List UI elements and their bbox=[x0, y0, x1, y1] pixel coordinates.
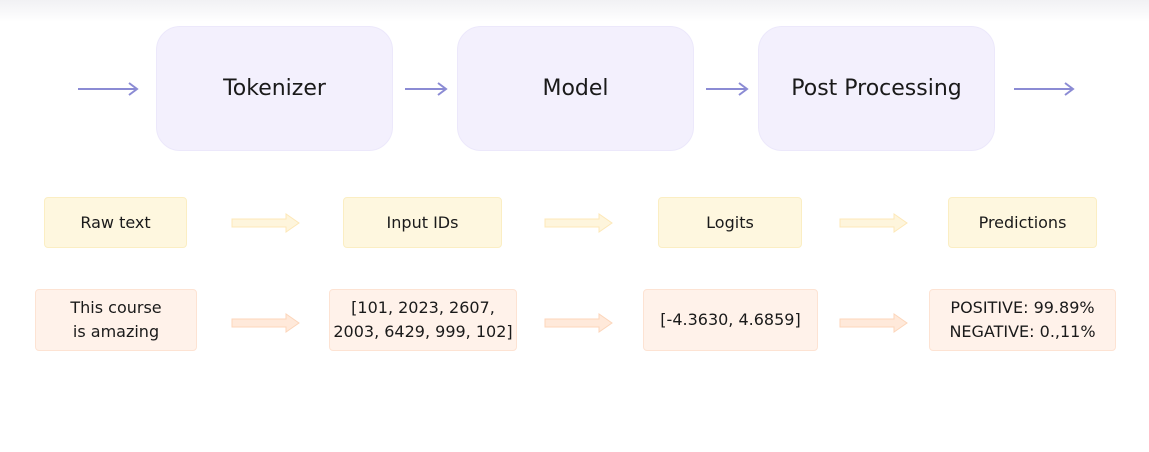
tokenizer-label: Tokenizer bbox=[223, 76, 326, 101]
raw-text-label-box: Raw text bbox=[44, 197, 187, 248]
example-arrow-2 bbox=[544, 313, 613, 333]
predictions-example: POSITIVE: 99.89% NEGATIVE: 0.,11% bbox=[929, 289, 1116, 351]
predictions-example-line-2: NEGATIVE: 0.,11% bbox=[949, 322, 1096, 341]
input-ids-label: Input IDs bbox=[386, 213, 459, 232]
logits-example-line-1: [-4.3630, 4.6859] bbox=[660, 310, 801, 329]
raw-text-example-line-2: is amazing bbox=[72, 322, 160, 341]
model-stage: Model bbox=[457, 26, 694, 151]
post-processing-stage: Post Processing bbox=[758, 26, 995, 151]
logits-label: Logits bbox=[706, 213, 754, 232]
tokenizer-stage: Tokenizer bbox=[156, 26, 393, 151]
predictions-label-box: Predictions bbox=[948, 197, 1097, 248]
input-ids-example-line-2: 2003, 6429, 999, 102] bbox=[333, 322, 513, 341]
example-arrow-3 bbox=[839, 313, 908, 333]
predictions-example-line-1: POSITIVE: 99.89% bbox=[950, 298, 1095, 317]
raw-text-example-line-1: This course bbox=[70, 298, 162, 317]
logits-example: [-4.3630, 4.6859] bbox=[643, 289, 818, 351]
top-shadow bbox=[0, 0, 1149, 22]
label-arrow-1 bbox=[231, 213, 300, 233]
post-processing-label: Post Processing bbox=[791, 76, 962, 101]
input-ids-example-line-1: [101, 2023, 2607, bbox=[351, 298, 495, 317]
input-arrow bbox=[78, 82, 139, 96]
label-arrow-2 bbox=[544, 213, 613, 233]
input-ids-example: [101, 2023, 2607, 2003, 6429, 999, 102] bbox=[329, 289, 517, 351]
tokenizer-to-model-arrow bbox=[405, 82, 448, 96]
output-arrow bbox=[1014, 82, 1075, 96]
raw-text-example: This course is amazing bbox=[35, 289, 197, 351]
model-label: Model bbox=[542, 76, 609, 101]
label-arrow-3 bbox=[839, 213, 908, 233]
model-to-postprocessing-arrow bbox=[706, 82, 749, 96]
predictions-label: Predictions bbox=[978, 213, 1067, 232]
example-arrow-1 bbox=[231, 313, 300, 333]
raw-text-label: Raw text bbox=[80, 213, 151, 232]
input-ids-label-box: Input IDs bbox=[343, 197, 502, 248]
logits-label-box: Logits bbox=[658, 197, 802, 248]
